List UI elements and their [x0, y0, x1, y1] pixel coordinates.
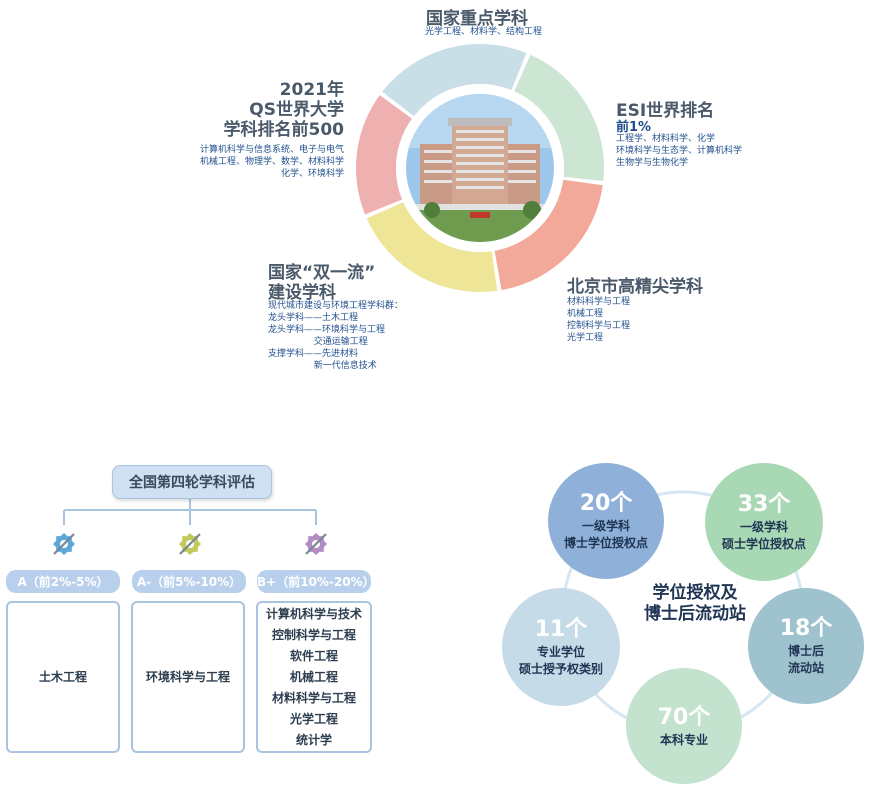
beijing-title: 北京市高精尖学科 [567, 277, 703, 297]
degree-label: 一级学科 [581, 519, 630, 533]
degree-professional-master: 11个 专业学位 硕士授予权类别 [502, 588, 620, 706]
national-key-title: 国家重点学科 [426, 9, 528, 29]
qs-detail-1: 计算机科学与信息系统、电子与电气 [199, 145, 344, 155]
degree-doctoral-first-level: 20个 一级学科 博士学位授权点 [548, 463, 664, 579]
gear-wrench-icon [53, 533, 75, 555]
esi-detail-3: 生物学与生物化学 [616, 158, 689, 168]
ring-segment-qs [356, 95, 413, 215]
gear-pencil-icon [179, 533, 201, 555]
subject: 控制科学与工程 [271, 627, 356, 642]
esi-detail-1: 工程学、材料科学、化学 [616, 134, 716, 144]
ring-segment-national-key [382, 44, 527, 117]
esi-detail-2: 环境科学与生态学、计算机科学 [616, 146, 743, 156]
subjects-a: 土木工程 [6, 601, 120, 753]
beijing-detail-1: 材料科学与工程 [567, 297, 631, 307]
ring-segment-esi [514, 54, 604, 181]
degree-label: 硕士授予权类别 [518, 662, 603, 676]
esi-title: ESI世界排名 [616, 101, 715, 121]
degree-label: 流动站 [787, 661, 824, 675]
esi-title2: 前1% [616, 120, 652, 135]
grade-b-plus: B+（前10%-20%） [257, 570, 375, 593]
degree-count: 33个 [737, 492, 791, 517]
degree-postdoc-stations: 18个 博士后 流动站 [748, 588, 864, 704]
double-first-detail-6: 新一代信息技术 [268, 361, 377, 371]
qs-title-2: QS世界大学 [249, 100, 344, 120]
subject: 软件工程 [289, 648, 338, 663]
grade-a: A（前2%-5%） [6, 570, 120, 593]
degree-label: 博士学位授权点 [563, 536, 648, 550]
qs-title-3: 学科排名前500 [223, 120, 345, 140]
degree-label: 本科专业 [659, 732, 708, 747]
degree-count: 20个 [579, 491, 633, 516]
subject: 土木工程 [38, 669, 87, 684]
qs-title-1: 2021年 [279, 80, 344, 100]
qs-detail-2: 机械工程、物理学、数学、材料科学 [199, 157, 344, 167]
subject: 光学工程 [289, 711, 338, 726]
subjects-a-minus: 环境科学与工程 [131, 601, 245, 753]
ring-segment-beijing [494, 179, 603, 291]
degree-center-title: 学位授权及 博士后流动站 [620, 583, 770, 625]
beijing-detail-4: 光学工程 [567, 333, 604, 343]
subject: 计算机科学与技术 [265, 606, 362, 621]
degree-title-line: 学位授权及 [652, 583, 738, 603]
gear-tool-icon [305, 533, 327, 555]
beijing-detail-3: 控制科学与工程 [567, 321, 631, 331]
beijing-detail-2: 机械工程 [567, 309, 604, 319]
eval-connectors [63, 497, 317, 525]
degree-undergrad-majors: 70个 本科专业 [626, 668, 742, 784]
double-first-detail-2: 龙头学科——土木工程 [268, 313, 359, 323]
degree-title-line: 博士后流动站 [644, 604, 746, 624]
degree-master-first-level: 33个 一级学科 硕士学位授权点 [705, 463, 823, 581]
double-first-detail-3: 龙头学科——环境科学与工程 [268, 325, 386, 335]
ring-segment-double-first [366, 202, 498, 292]
double-first-title-1: 国家“双一流” [268, 263, 376, 283]
double-first-detail-4: 交通运输工程 [268, 337, 368, 347]
degree-count: 11个 [534, 617, 588, 642]
degree-label: 博士后 [787, 644, 824, 658]
double-first-detail-5: 支撑学科——先进材料 [268, 349, 359, 359]
degree-label: 硕士学位授权点 [721, 537, 806, 551]
degree-count: 18个 [779, 616, 833, 641]
eval-title: 全国第四轮学科评估 [112, 465, 272, 499]
qs-detail-3: 化学、环境科学 [280, 169, 344, 179]
degree-label: 专业学位 [536, 645, 585, 659]
subject: 统计学 [295, 732, 332, 747]
double-first-title-2: 建设学科 [268, 283, 336, 303]
double-first-detail-1: 现代城市建设与环境工程学科群： [268, 301, 404, 311]
degree-count: 70个 [657, 704, 711, 730]
degree-label: 一级学科 [739, 520, 788, 534]
subject: 材料科学与工程 [271, 690, 356, 705]
grade-a-minus: A-（前5%-10%） [132, 570, 246, 593]
national-key-detail: 光学工程、材料学、结构工程 [425, 27, 543, 37]
subjects-b-plus: 计算机科学与技术 控制科学与工程 软件工程 机械工程 材料科学与工程 光学工程 … [256, 601, 372, 753]
subject: 机械工程 [289, 669, 338, 684]
subject: 环境科学与工程 [145, 669, 230, 684]
